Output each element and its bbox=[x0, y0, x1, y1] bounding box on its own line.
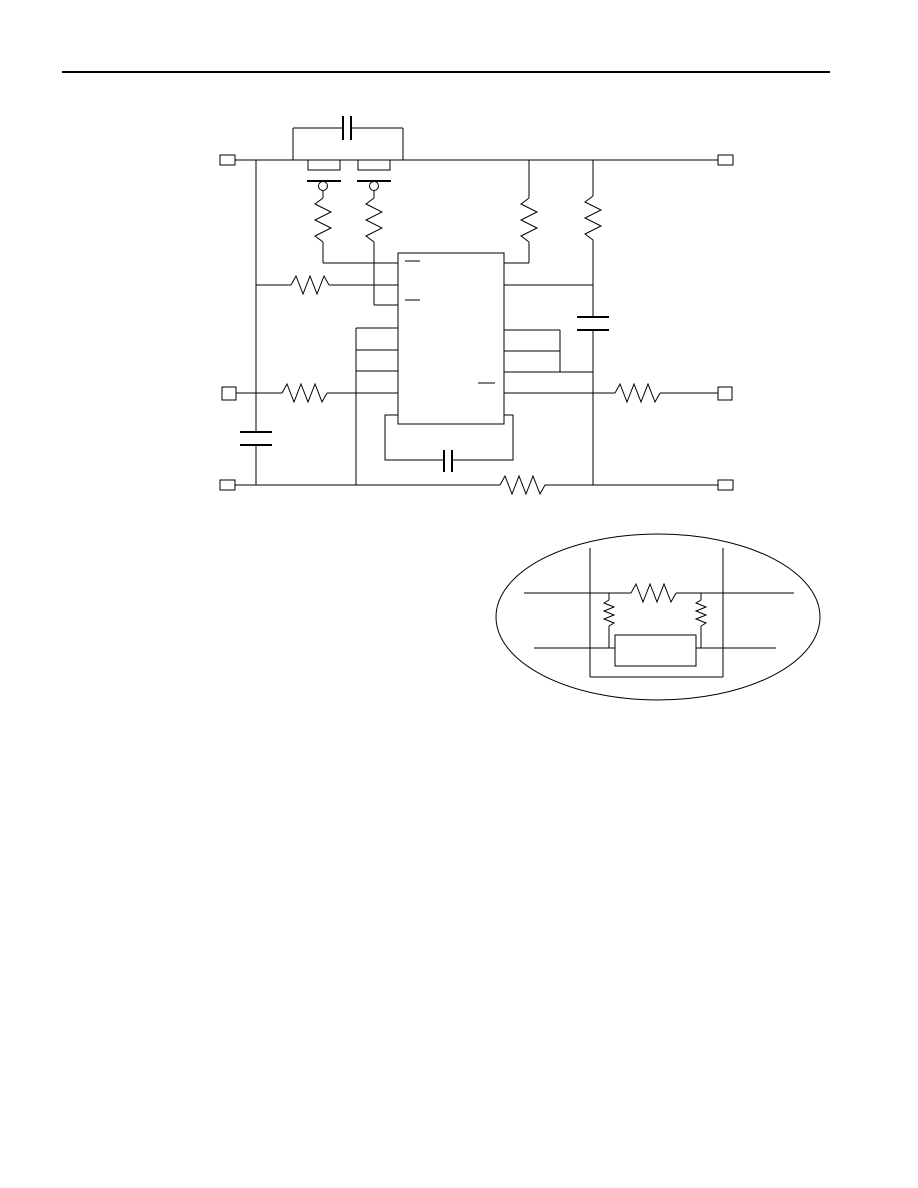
inset-series-resistor bbox=[630, 582, 677, 604]
inset-resistor-left bbox=[602, 599, 616, 627]
ic-body bbox=[397, 252, 505, 425]
top-rail bbox=[219, 154, 734, 166]
application-circuit bbox=[219, 116, 734, 496]
output-resistor-right bbox=[614, 382, 661, 404]
mosfet-right-gate bbox=[369, 181, 379, 191]
terminal-top-right bbox=[717, 154, 734, 166]
terminal-top-left bbox=[219, 154, 236, 166]
gate-resistor-right bbox=[364, 197, 384, 243]
terminal-bottom-left bbox=[219, 479, 236, 491]
ic-right-pins bbox=[504, 160, 733, 485]
mosfet-pair bbox=[292, 116, 404, 305]
terminal-bottom-right bbox=[717, 479, 734, 491]
terminal-mid-left bbox=[221, 386, 237, 401]
inset-sense-block bbox=[614, 634, 697, 667]
input-resistor-left bbox=[281, 382, 328, 404]
detail-inset bbox=[495, 533, 821, 701]
mosfet-left-gate bbox=[318, 181, 328, 191]
left-rail bbox=[240, 160, 272, 485]
bottom-rail bbox=[219, 474, 734, 496]
feedback-resistor-upper bbox=[290, 274, 330, 296]
left-bypass-capacitor bbox=[240, 431, 272, 446]
compensation-resistor bbox=[583, 195, 603, 241]
gate-resistor-left bbox=[313, 197, 333, 243]
controller-ic bbox=[397, 252, 505, 425]
terminal-mid-right bbox=[717, 386, 733, 401]
inset-outline bbox=[495, 533, 821, 701]
timing-capacitor bbox=[384, 414, 514, 472]
pullup-resistor bbox=[519, 197, 539, 243]
ic-left-pins bbox=[221, 274, 398, 485]
sense-resistor bbox=[499, 474, 548, 496]
inset-resistor-right bbox=[694, 599, 708, 627]
